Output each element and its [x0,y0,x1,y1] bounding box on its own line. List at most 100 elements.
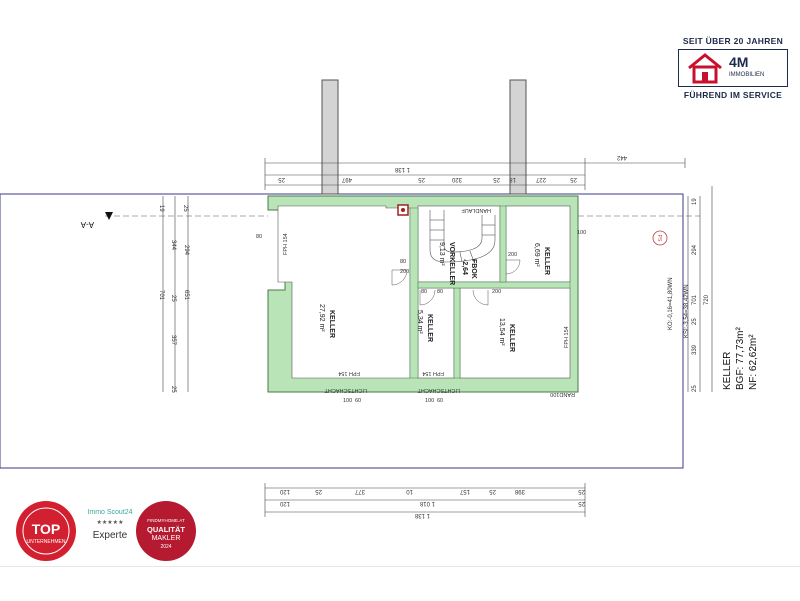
dim-bottom-11: 120 [279,488,290,494]
dim-bottom-2: 1 018 [419,500,435,506]
dim-left-7: 25 [170,386,176,393]
dimension-text-top: 1 138 25 497 25 320 25 18 227 25 442 [278,154,627,182]
room-1-area: 27,92 m² [318,304,325,332]
window-size-2: 60 [355,398,361,404]
dim-bottom-3: 120 [279,500,290,506]
dim-left-3: 344 [170,240,176,251]
dim-bottom-6: 10 [406,488,413,494]
door-swings [391,259,521,306]
fbok-label: FBOK [470,259,477,279]
dimension-text-left: 19 25 344 701 25 357 25 294 651 [158,205,189,393]
summary-nf: NF: 62,62m² [748,334,759,390]
room-2-name: KELLER [426,314,433,342]
house-icon [688,53,722,84]
dimension-lines-top [264,158,686,190]
room-4-area: 6,69 m² [533,243,540,267]
fph-label-1: FPH 154 [338,370,360,376]
room-labels: KELLER 27,92 m² KELLER 5,34 m² KELLER 13… [318,242,550,352]
dim-bottom-12: 25 [578,500,585,506]
dim-right-1: 19 [692,198,698,205]
badge-fmh-brand: FINDMYHOME.AT [147,518,185,523]
ps-marker: PS [652,230,668,246]
fbok-level: -2,64 [461,259,468,275]
dim-bottom-8: 25 [489,488,496,494]
room-2-area: 5,34 m² [416,310,423,334]
dim-top-total: 1 138 [394,166,410,172]
findmyhome-badge: FINDMYHOME.AT QUALITÄT MAKLER 2024 [135,500,197,567]
dim-top-2: 497 [341,176,352,182]
scout-expert-badge: Immo Scout24 ★★★★★ Experte [85,500,135,567]
dim-left-8: 294 [183,245,189,256]
room-1-name: KELLER [328,310,335,338]
window-size-4: 60 [437,398,443,404]
dim-top-9: 442 [616,154,627,160]
room-4-name: KELLER [543,247,550,275]
badge-fmh-title: QUALITÄT [147,525,185,534]
ko-level: KO:-0,16=41,80WN [668,277,674,330]
dim-top-6: 18 [509,176,516,182]
dim-left-2: 25 [182,205,188,212]
badge-fmh-sub: MAKLER [152,535,181,542]
door-size-3: 80 [421,289,427,295]
dim-left-9: 651 [183,290,189,301]
shaft-walls [321,79,527,195]
door-height-2: 200 [400,269,409,275]
room-3-name: KELLER [508,324,515,352]
door-size-2: 80 [400,259,406,265]
rand-label: RAND100 [550,391,575,397]
logo-tagline-bottom: FÜHREND IM SERVICE [683,90,783,100]
bottom-strip [0,566,800,601]
dim-top-8: 25 [570,176,577,182]
company-logo: SEIT ÜBER 20 JAHREN 4M IMMOBILIEN FÜHREN… [678,36,788,100]
section-marker-label: A-A [80,220,94,229]
fph-label-2: FPH 154 [422,370,444,376]
dim-top-4: 320 [451,176,462,182]
room-5-name: VORKELLER [448,242,455,285]
logo-brand-sub: IMMOBILIEN [729,72,765,78]
door-height-3: 200 [508,252,517,258]
level-texts: KO:-0,16=41,80WN KSI:-3,54=38,42WN [668,277,690,338]
staircase [429,210,496,263]
door-size-1: 80 [256,234,262,240]
stars-icon: ★★★★★ [97,519,124,526]
dim-bottom-4: 25 [315,488,322,494]
badge-scout-brand: Immo Scout24 [87,509,132,516]
badge-top-title: TOP [32,521,61,537]
floor-plan: 1 138 25 497 25 320 25 18 227 25 442 [0,79,759,518]
dim-right-6: 339 [692,344,698,355]
dim-right-4: 720 [704,294,710,305]
light-shaft-2: LICHTSCHACHT [417,387,460,393]
top-bar [0,0,800,33]
logo-tagline-top: SEIT ÜBER 20 JAHREN [682,36,784,46]
fph-label-3: FPH 154 [283,233,289,255]
light-shaft-1: LICHTSCHACHT [324,387,367,393]
dimension-text-bottom: 1 138 1 018 120 25 377 10 157 25 398 25 … [279,488,585,518]
annotations: 80 80 80 80 200 200 200 100 60 100 60 10… [256,207,586,404]
dimension-lines-bottom [264,483,586,517]
dim-right-7: 25 [692,385,698,392]
room-3-area: 13,54 m² [498,318,505,346]
ksi-level: KSI:-3,54=38,42WN [684,284,690,338]
summary-bgf: BGF: 77,73m² [735,327,746,390]
area-summary: KELLER BGF: 77,73m² NF: 62,62m² [722,327,759,390]
fph-label-4: FPH 154 [564,326,570,348]
dim-top-3: 25 [418,176,425,182]
dim-right-5: 25 [692,318,698,325]
dim-right-2: 294 [692,244,698,255]
dimension-lines-right [687,186,713,392]
dim-top-5: 25 [493,176,500,182]
dim-left-4: 701 [158,290,164,301]
dimension-lines-left [162,196,189,392]
dim-right-3: 701 [692,294,698,305]
property-line [0,193,684,469]
dim-bottom-10: 25 [578,488,585,494]
section-marker: A-A [80,212,700,229]
window-size-3: 100 [425,398,434,404]
window-size-1: 100 [343,398,352,404]
dim-left-5: 25 [170,295,176,302]
badge-top-sub: UNTERNEHMEN [27,539,66,545]
dim-left-1: 19 [158,205,164,212]
window-size-5: 100 [577,230,586,236]
door-size-4: 80 [437,289,443,295]
summary-title: KELLER [722,352,733,390]
